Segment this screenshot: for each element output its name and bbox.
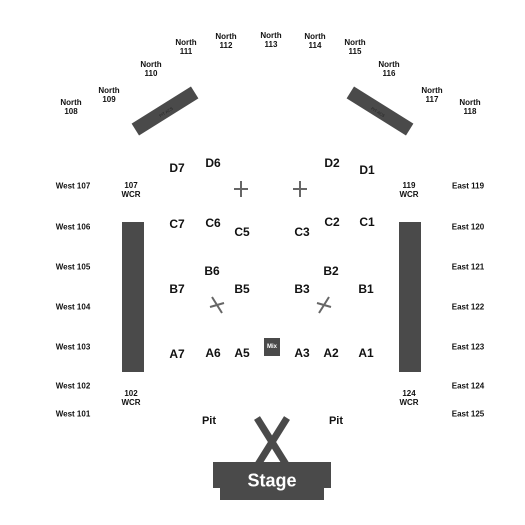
floor-section-b5[interactable]: B5 (234, 282, 250, 296)
floor-section-c3[interactable]: C3 (294, 225, 310, 239)
floor-section-c6[interactable]: C6 (205, 216, 221, 230)
section-west-102[interactable]: West 102 (55, 381, 91, 391)
section-west-104[interactable]: West 104 (55, 302, 91, 312)
floor-section-b2[interactable]: B2 (323, 264, 339, 278)
west-wall-bar (122, 222, 144, 372)
stage-platform (213, 462, 331, 500)
mix-label: Mix (266, 344, 278, 350)
stage-label: Stage (247, 470, 297, 491)
floor-section-c2[interactable]: C2 (324, 215, 340, 229)
section-west-105[interactable]: West 105 (55, 262, 91, 272)
floor-section-b1[interactable]: B1 (358, 282, 374, 296)
floor-section-a7[interactable]: A7 (169, 347, 185, 361)
floor-section-a1[interactable]: A1 (358, 346, 374, 360)
section-east-124[interactable]: East 124 (451, 381, 485, 391)
cross-marker-right (293, 181, 307, 197)
stage-ramp (254, 416, 290, 468)
pit-left[interactable]: Pit (201, 415, 217, 427)
section-east-119[interactable]: East 119 (451, 181, 485, 191)
floor-section-a3[interactable]: A3 (294, 346, 310, 360)
section-east-122[interactable]: East 122 (451, 302, 485, 312)
section-west-106[interactable]: West 106 (55, 222, 91, 232)
section-east-125[interactable]: East 125 (451, 409, 485, 419)
diagonal-marker-left (209, 296, 225, 314)
section-east-123[interactable]: East 123 (451, 342, 485, 352)
floor-section-a2[interactable]: A2 (323, 346, 339, 360)
floor-section-d2[interactable]: D2 (324, 156, 340, 170)
section-east-121[interactable]: East 121 (451, 262, 485, 272)
section-west-107[interactable]: West 107 (55, 181, 91, 191)
floor-section-b6[interactable]: B6 (204, 264, 220, 278)
floor-section-c7[interactable]: C7 (169, 217, 185, 231)
cross-marker-left (234, 181, 248, 197)
floor-section-b7[interactable]: B7 (169, 282, 185, 296)
floor-section-c1[interactable]: C1 (359, 215, 375, 229)
floor-section-d7[interactable]: D7 (169, 161, 185, 175)
section-east-120[interactable]: East 120 (451, 222, 485, 232)
section-west-101[interactable]: West 101 (55, 409, 91, 419)
floor-section-d1[interactable]: D1 (359, 163, 375, 177)
floor-section-b3[interactable]: B3 (294, 282, 310, 296)
floor-section-a6[interactable]: A6 (205, 346, 221, 360)
floor-section-d6[interactable]: D6 (205, 156, 221, 170)
diagonal-marker-right (316, 296, 332, 314)
pit-right[interactable]: Pit (328, 415, 344, 427)
section-west-103[interactable]: West 103 (55, 342, 91, 352)
floor-section-c5[interactable]: C5 (234, 225, 250, 239)
floor-section-a5[interactable]: A5 (234, 346, 250, 360)
north-left-block (131, 86, 199, 136)
mix-box (264, 338, 280, 356)
east-wall-bar (399, 222, 421, 372)
north-right-block (346, 86, 414, 136)
